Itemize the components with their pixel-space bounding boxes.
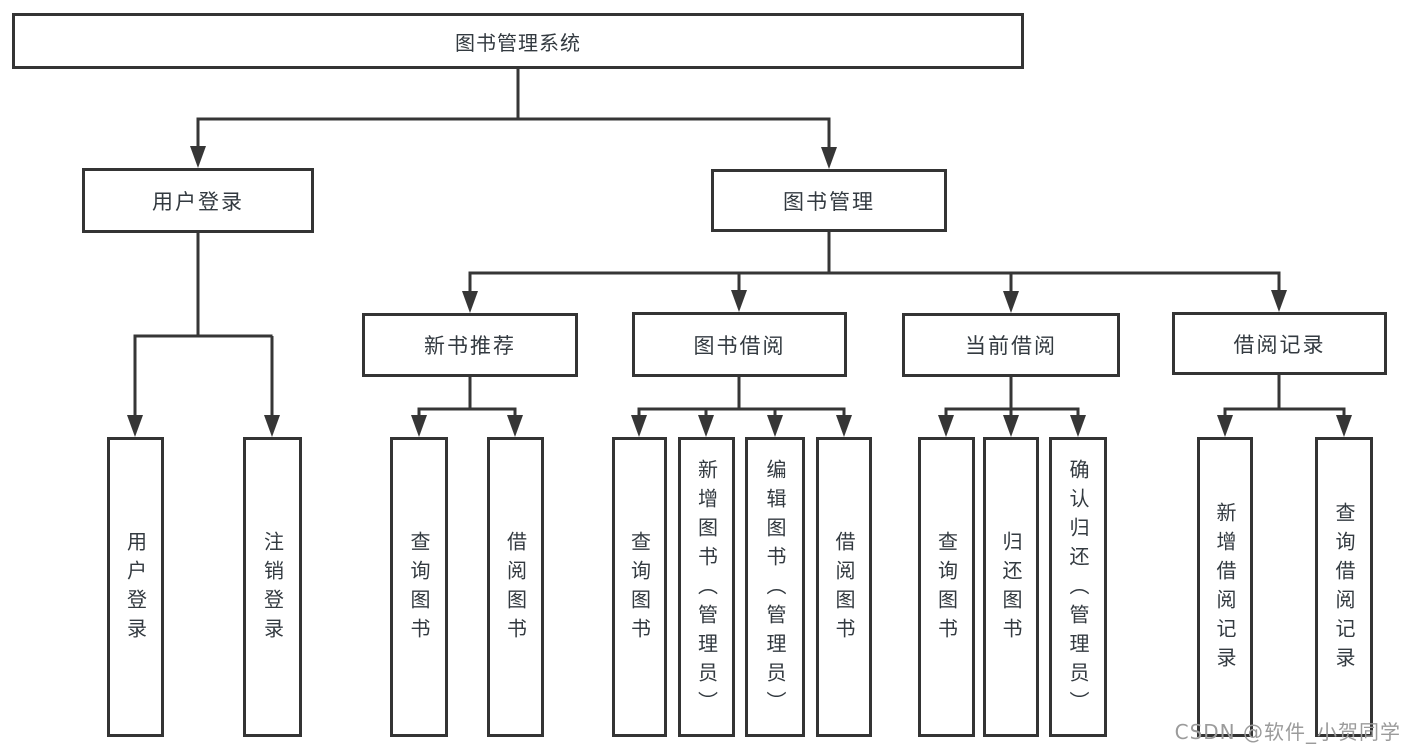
leaf-add-books-admin: 新增图书（管理员） xyxy=(678,437,735,737)
connector-current-borrowing-to-leaves xyxy=(938,377,1086,437)
leaf-edit-books-admin: 编辑图书（管理员） xyxy=(745,437,805,737)
arrow-into-leaf-logout xyxy=(264,415,280,437)
node-book-borrowing: 图书借阅 xyxy=(632,312,847,377)
leaf-return-books: 归还图书 xyxy=(983,437,1039,737)
node-current-borrowing: 当前借阅 xyxy=(902,313,1120,377)
leaf-query-borrow-record: 查询借阅记录 xyxy=(1315,437,1373,737)
leaf-add-borrow-record: 新增借阅记录 xyxy=(1197,437,1253,737)
arrow-into-user-login xyxy=(190,146,206,168)
leaf-user-login: 用户登录 xyxy=(107,437,164,737)
csdn-watermark: CSDN @软件_小贺同学 xyxy=(1174,720,1401,744)
node-user-login: 用户登录 xyxy=(82,168,314,233)
leaf-logout: 注销登录 xyxy=(243,437,302,737)
node-library-management-system: 图书管理系统 xyxy=(12,13,1024,69)
arrow-into-book-management xyxy=(821,147,837,169)
node-book-management: 图书管理 xyxy=(711,169,947,232)
leaf-query-books-recommend: 查询图书 xyxy=(390,437,448,737)
leaf-borrow-books: 借阅图书 xyxy=(816,437,872,737)
node-borrowing-records: 借阅记录 xyxy=(1172,312,1387,375)
arrow-into-borrowing-records xyxy=(1271,290,1287,312)
connector-user-login-to-leaves xyxy=(127,233,280,437)
arrow-into-book-borrowing xyxy=(731,290,747,312)
node-new-book-recommend: 新书推荐 xyxy=(362,313,578,377)
arrow-into-leaf-user-login xyxy=(127,415,143,437)
connector-new-book-recommend-to-leaves xyxy=(411,377,523,437)
leaf-borrow-books-recommend: 借阅图书 xyxy=(487,437,544,737)
connector-book-borrowing-to-leaves xyxy=(631,377,852,437)
connector-borrowing-records-to-leaves xyxy=(1217,375,1352,437)
connector-book-management-to-level3 xyxy=(462,232,1287,313)
leaf-query-books-borrowing: 查询图书 xyxy=(612,437,667,737)
arrow-into-current-borrowing xyxy=(1003,291,1019,313)
leaf-query-books-current: 查询图书 xyxy=(918,437,975,737)
connector-root-to-level2 xyxy=(190,69,837,169)
arrow-into-new-book-recommend xyxy=(462,291,478,313)
leaf-confirm-return-admin: 确认归还（管理员） xyxy=(1049,437,1107,737)
